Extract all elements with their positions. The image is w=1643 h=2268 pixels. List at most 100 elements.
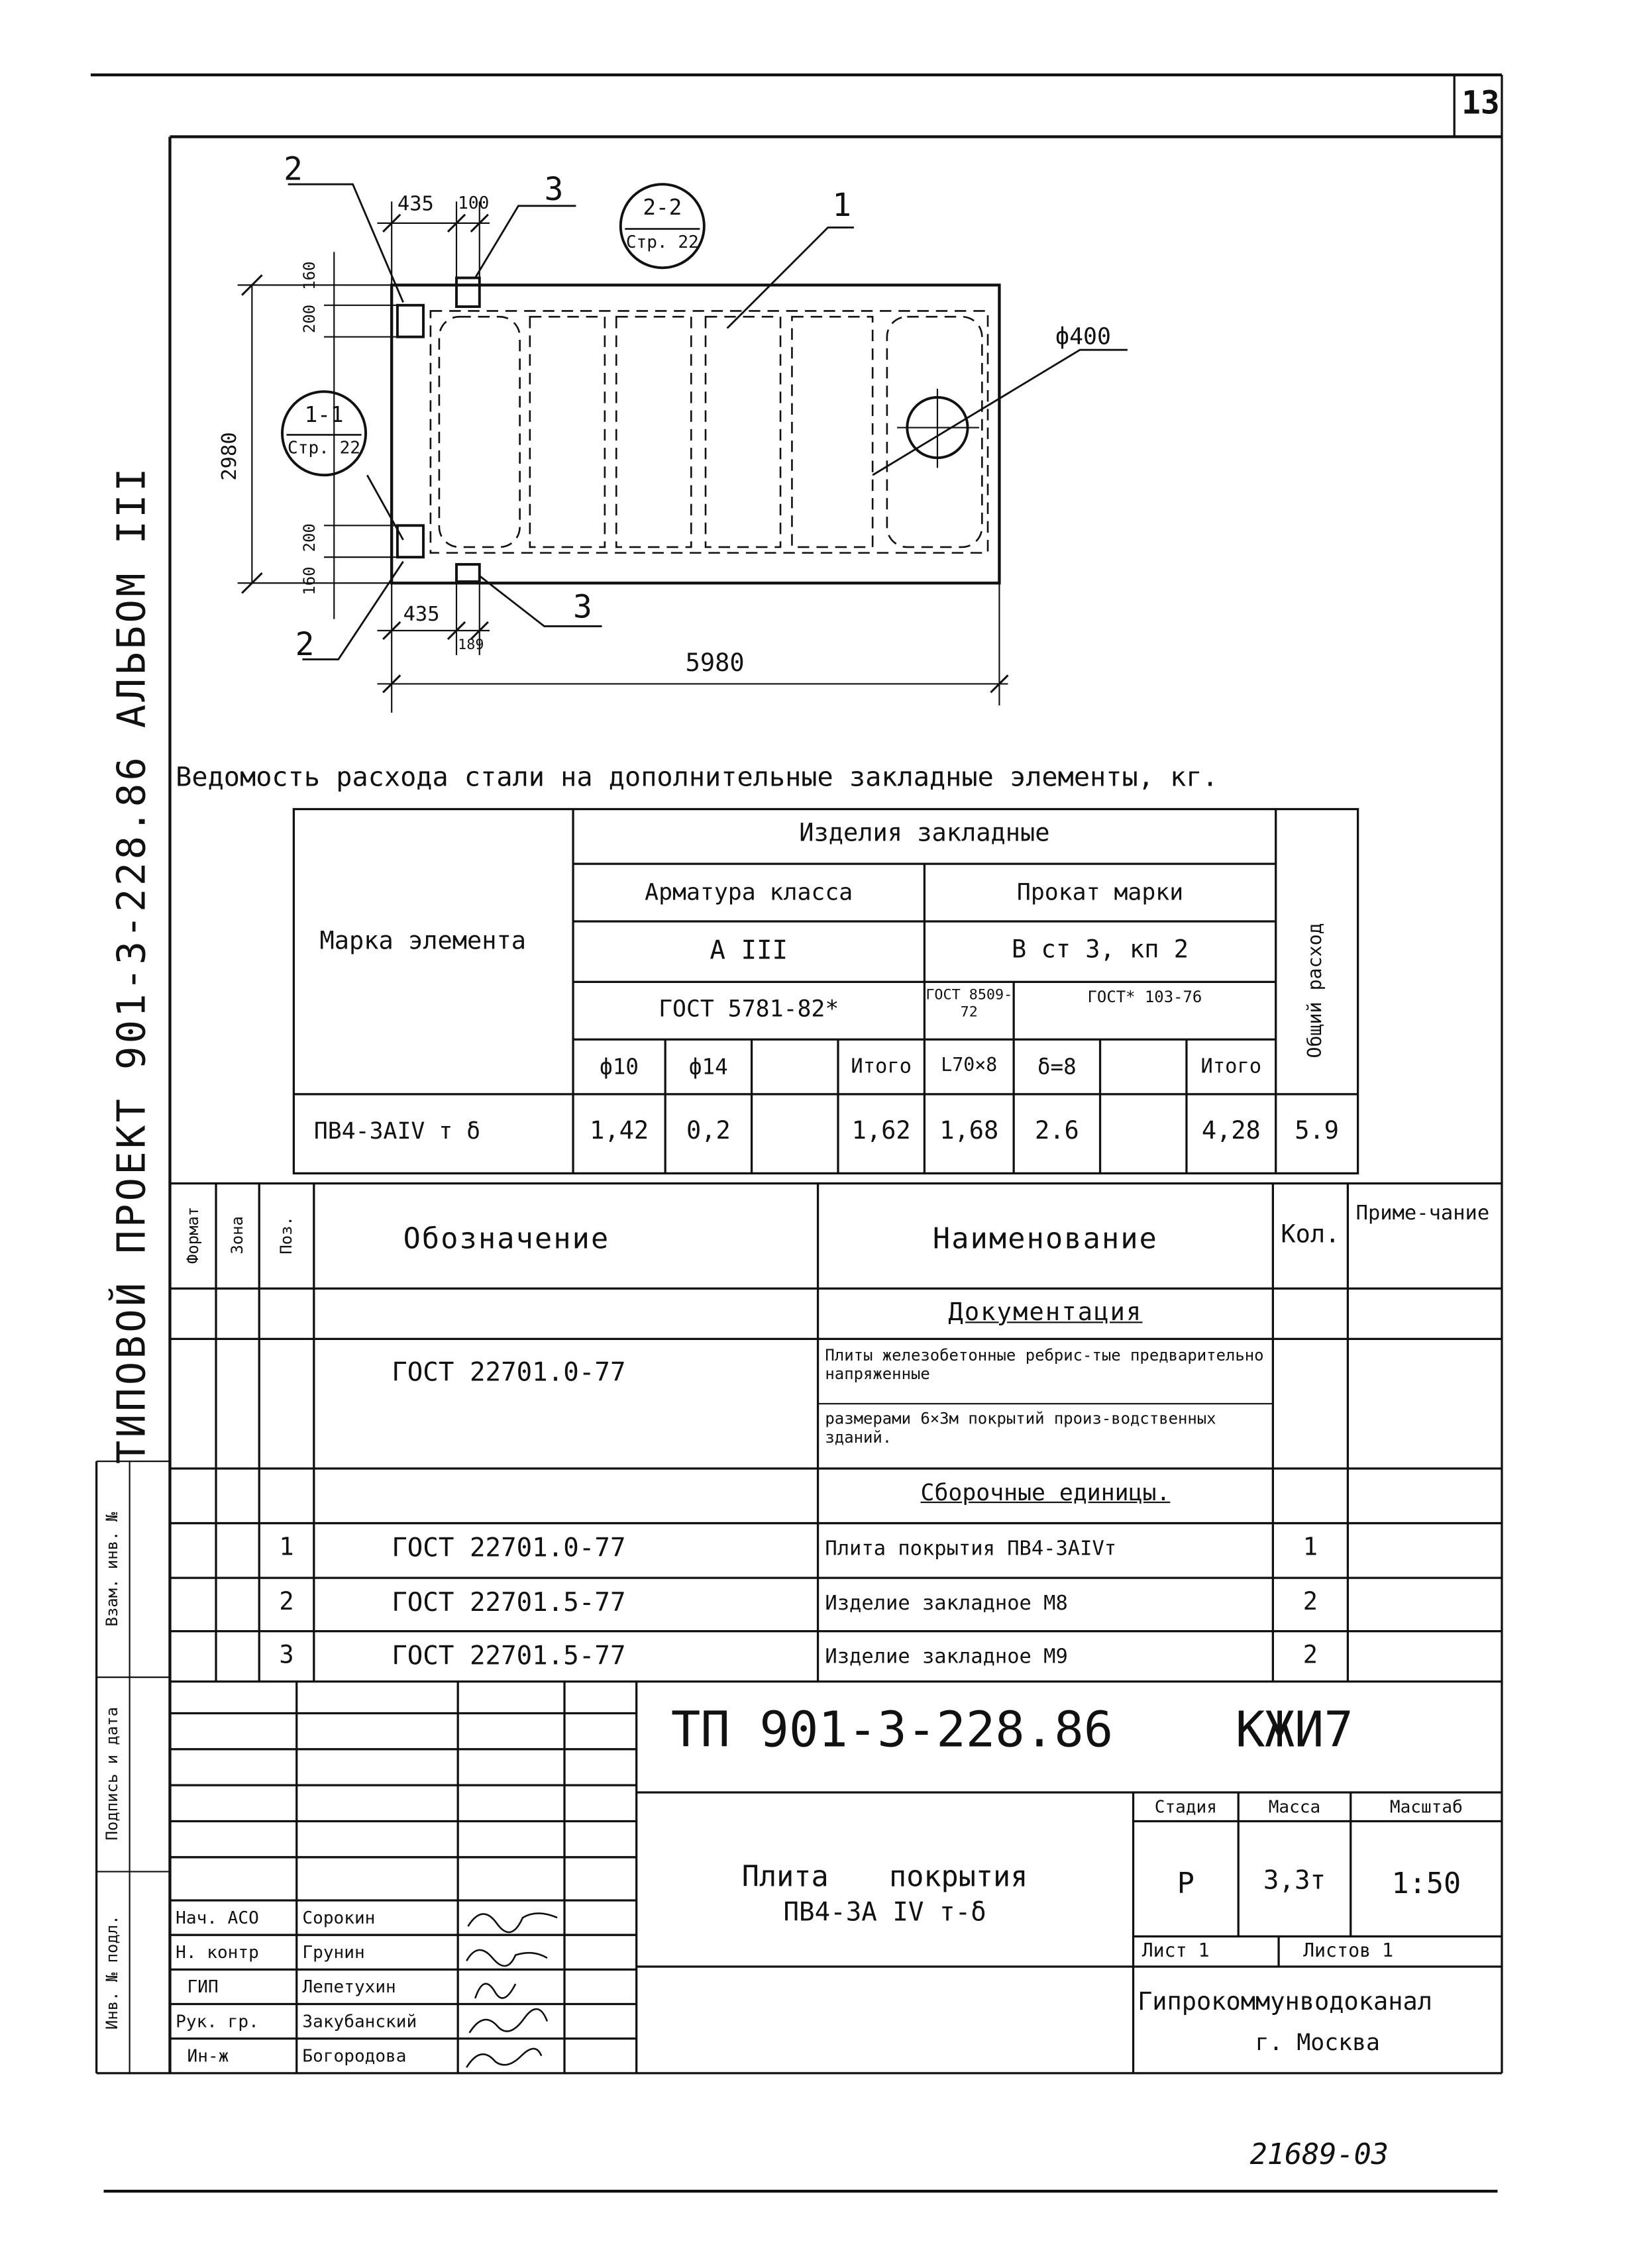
steel-header-rolled-gost2: ГОСТ* 103-76 <box>1087 988 1202 1007</box>
stamp-person: Сорокин <box>302 1907 376 1928</box>
margin-podp-data: Подпись и дата <box>103 1706 122 1841</box>
stamp-sheets-label: Листов 1 <box>1303 1940 1394 1963</box>
section-2-ref: Стр. 22 <box>625 231 699 252</box>
spec-header-qty: Кол. <box>1281 1221 1340 1250</box>
stamp-mass-label: Масса <box>1268 1796 1321 1817</box>
spec-doc-name-1: Плиты железобетонные ребрис-тые предвари… <box>825 1346 1264 1383</box>
stamp-grid <box>170 1680 1502 2073</box>
stamp-org-line1: Гипрокоммунводоканал <box>1138 1988 1432 2018</box>
spec-header-pos: Поз. <box>277 1216 296 1255</box>
stamp-person: Закубанский <box>302 2011 417 2032</box>
stamp-role: ГИП <box>187 1977 219 1997</box>
steel-header-rebar-grade: А III <box>710 935 788 966</box>
stamp-role: Н. контр <box>176 1942 259 1963</box>
spec-doc-name-2: размерами 6×3м покрытий произ-водственны… <box>825 1409 1216 1447</box>
steel-col-phi10: ф10 <box>600 1054 639 1080</box>
spec-row-name: Изделие закладное М9 <box>825 1645 1068 1669</box>
steel-col-delta: δ=8 <box>1037 1054 1077 1080</box>
side-title: ТИПОВОЙ ПРОЕКТ 901-3-228.86 АЛЬБОМ III <box>110 465 155 1465</box>
steel-row-delta: 2.6 <box>1034 1117 1079 1147</box>
stamp-person: Лепетухин <box>302 1977 396 1997</box>
dim-200-bottom: 200 <box>300 523 319 552</box>
spec-row-name: Изделие закладное М8 <box>825 1592 1068 1616</box>
footer-code: 21689-03 <box>1249 2136 1389 2171</box>
stamp-person: Грунин <box>302 1942 365 1963</box>
dim-top-435: 435 <box>397 193 434 217</box>
stamp-stage-label: Стадия <box>1154 1796 1217 1817</box>
stamp-sheet-code: КЖИ7 <box>1235 1702 1353 1760</box>
dim-bottom-435: 435 <box>403 603 440 627</box>
signatures <box>466 1912 558 2068</box>
dim-200-top: 200 <box>300 304 319 334</box>
dim-160-bottom: 160 <box>300 566 319 595</box>
steel-row-total1: 1,62 <box>851 1117 911 1147</box>
spec-table-grid <box>170 1182 1502 1682</box>
steel-header-group: Изделия закладные <box>799 819 1050 849</box>
steel-row-total2: 4,28 <box>1201 1117 1261 1147</box>
steel-row-phi14: 0,2 <box>686 1117 731 1147</box>
stamp-scale-label: Масштаб <box>1389 1796 1463 1817</box>
steel-header-mark: Марка элемента <box>319 927 526 956</box>
spec-row-gost: ГОСТ 22701.5-77 <box>392 1588 626 1619</box>
stamp-role: Рук. гр. <box>176 2011 259 2032</box>
stamp-scale: 1:50 <box>1391 1865 1461 1901</box>
spec-row-pos: 2 <box>279 1588 294 1617</box>
steel-col-angle: L70×8 <box>941 1055 998 1077</box>
steel-header-rolled-grade: В ст 3, кп 2 <box>1012 935 1189 965</box>
spec-row-name: Плита покрытия ПВ4-3АIVт <box>825 1537 1117 1561</box>
spec-header-note: Приме-чание <box>1355 1202 1490 1225</box>
section-1-ref: Стр. 22 <box>288 437 360 458</box>
spec-row-qty: 1 <box>1302 1533 1318 1563</box>
section-1-number: 1-1 <box>304 401 344 428</box>
spec-row-gost: ГОСТ 22701.0-77 <box>392 1533 626 1564</box>
callout-3-top: 3 <box>544 172 564 209</box>
steel-header-rebar-gost: ГОСТ 5781-82* <box>659 994 839 1023</box>
steel-header-rebar-class: Арматура класса <box>645 878 853 906</box>
steel-header-rolled-gost1: ГОСТ 8509-72 <box>926 988 1013 1021</box>
stamp-person: Богородова <box>302 2045 407 2066</box>
dim-height-2980: 2980 <box>219 432 242 481</box>
spec-header-name: Наименование <box>932 1221 1159 1256</box>
stamp-org-line2: г. Москва <box>1255 2028 1380 2056</box>
spec-row-pos: 1 <box>279 1533 294 1563</box>
steel-table-title: Ведомость расхода стали на дополнительны… <box>176 762 1218 794</box>
stamp-code: ТП 901-3-228.86 <box>670 1702 1114 1760</box>
stamp-title-line1: Плита покрытия <box>741 1858 1028 1894</box>
callout-3-bottom: 3 <box>573 590 592 627</box>
steel-col-phi14: ф14 <box>688 1054 728 1080</box>
steel-table-grid <box>292 807 1359 1175</box>
spec-header-format: Формат <box>184 1206 203 1264</box>
callout-2-top: 2 <box>284 152 303 189</box>
steel-col-total1: Итого <box>851 1055 912 1078</box>
steel-row-phi10: 1,42 <box>590 1117 649 1147</box>
margin-vzam-inv: Взам. инв. № <box>103 1512 122 1627</box>
stamp-sheet-label: Лист 1 <box>1141 1940 1210 1963</box>
steel-row-mark: ПВ4-3АIV т δ <box>313 1117 481 1145</box>
steel-header-total-use: Общий расход <box>1305 923 1327 1058</box>
spec-section-docs: Документация <box>948 1298 1143 1327</box>
spec-header-designation: Обозначение <box>403 1221 610 1256</box>
callout-2-bottom: 2 <box>295 627 315 664</box>
stamp-mass: 3,3т <box>1263 1865 1326 1896</box>
stamp-role: Ин-ж <box>187 2045 229 2066</box>
spec-section-units: Сборочные единицы. <box>920 1478 1171 1506</box>
spec-row-qty: 2 <box>1302 1641 1318 1671</box>
spec-row-pos: 3 <box>279 1641 294 1671</box>
steel-col-total2: Итого <box>1200 1055 1262 1078</box>
stamp-title-line2: ПВ4-3А IV т-δ <box>783 1897 986 1928</box>
dim-160-top: 160 <box>300 261 319 290</box>
section-2-number: 2-2 <box>643 194 682 221</box>
spec-header-zone: Зона <box>228 1216 247 1255</box>
margin-inv-podl: Инв. № подл. <box>103 1915 122 2030</box>
callout-1: 1 <box>832 188 852 225</box>
slab-plan <box>237 183 1128 713</box>
spec-row-gost: ГОСТ 22701.5-77 <box>392 1641 626 1672</box>
steel-row-total-use: 5.9 <box>1295 1117 1340 1147</box>
spec-doc-gost: ГОСТ 22701.0-77 <box>392 1357 626 1388</box>
dim-bottom-189: 189 <box>458 637 484 654</box>
dim-top-100: 100 <box>458 193 490 213</box>
stamp-role: Нач. АСО <box>176 1907 259 1928</box>
dim-width-5980: 5980 <box>685 649 745 678</box>
